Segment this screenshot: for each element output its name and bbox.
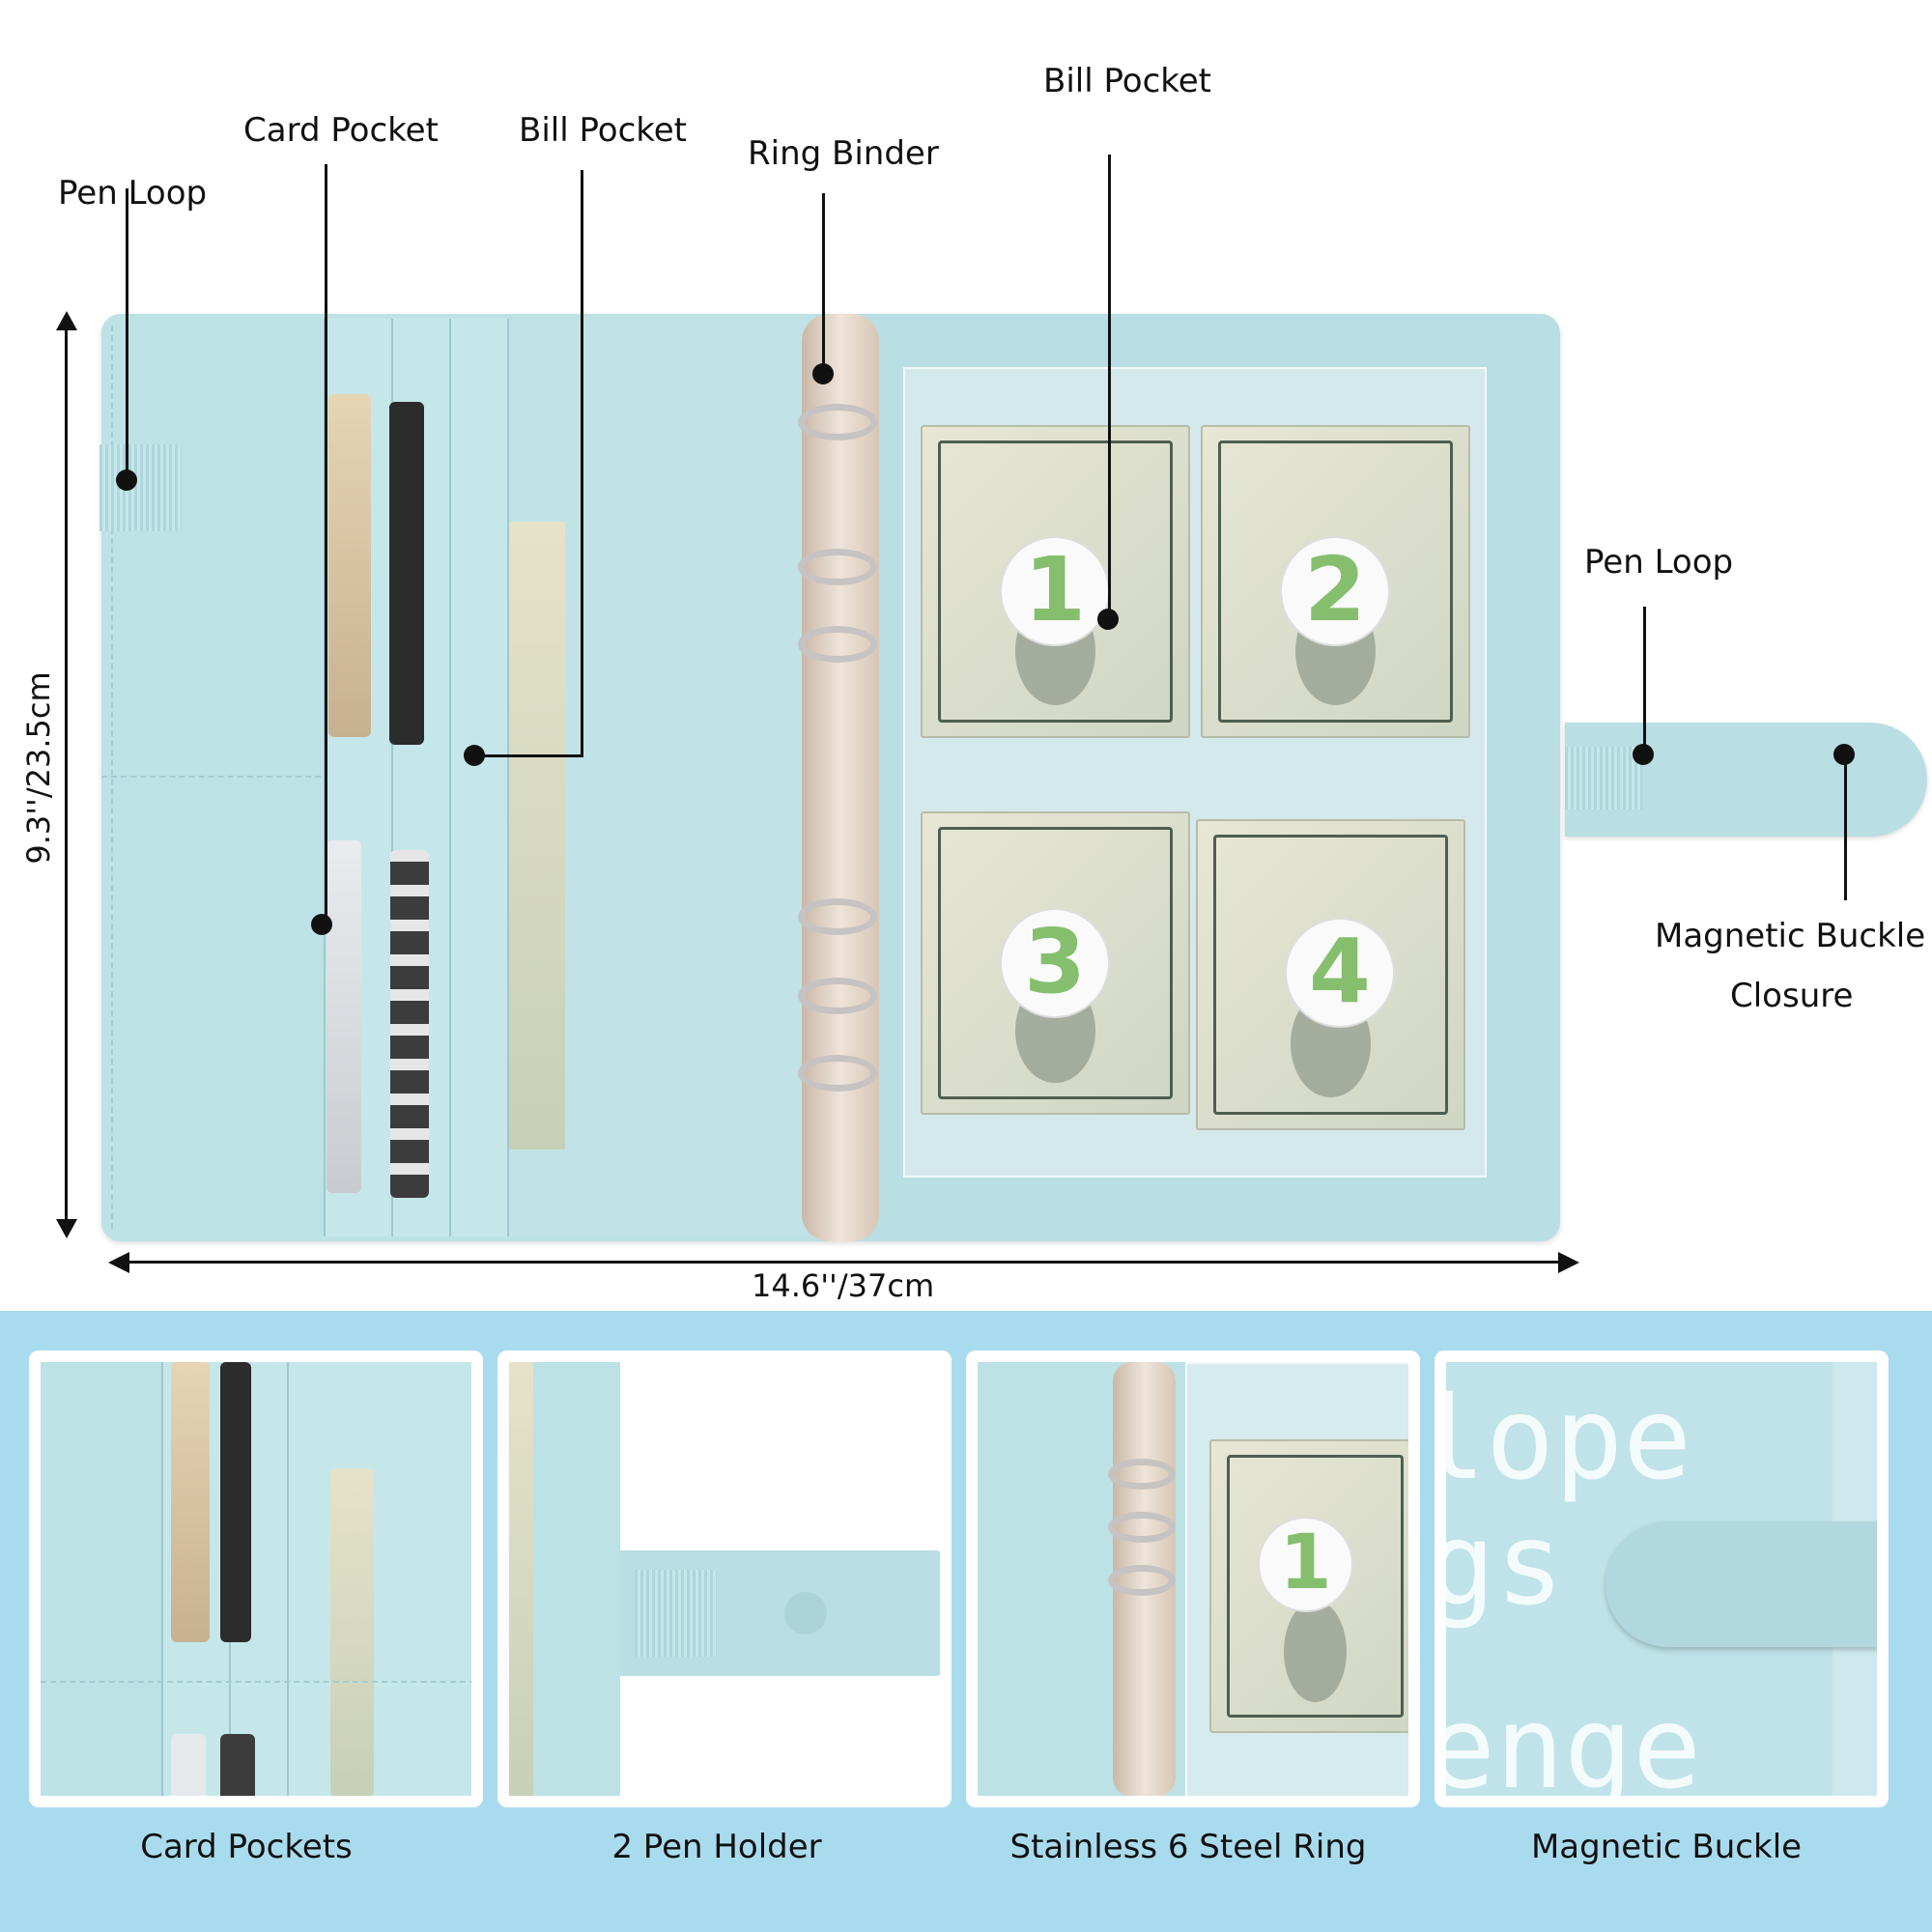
caption-steel-ring: Stainless 6 Steel Ring bbox=[1009, 1828, 1367, 1866]
black-card bbox=[389, 402, 424, 745]
arrow-up-icon bbox=[56, 311, 77, 330]
callout-line bbox=[1643, 607, 1646, 752]
width-dimension-label: 14.6''/37cm bbox=[752, 1267, 935, 1304]
sticker-number-1-detail: 1 bbox=[1258, 1517, 1353, 1612]
callout-line bbox=[126, 188, 128, 478]
ring-binder-label: Ring Binder bbox=[748, 134, 939, 173]
cover-text-line2: gs bbox=[1446, 1497, 1565, 1631]
binder-ring bbox=[798, 898, 877, 935]
magnetic-buckle-strap[interactable] bbox=[1565, 723, 1927, 837]
magnetic-buckle-label-line2: Closure bbox=[1730, 977, 1854, 1015]
card-slot bbox=[449, 319, 509, 1236]
callout-line bbox=[325, 164, 327, 925]
binder-ring bbox=[798, 404, 877, 440]
callout-line bbox=[581, 170, 583, 757]
black-white-card bbox=[390, 850, 429, 1198]
callout-dot bbox=[464, 745, 485, 766]
bill-pocket-left-label: Bill Pocket bbox=[519, 111, 687, 150]
feature-tile-steel-ring: 1 bbox=[966, 1350, 1420, 1807]
sticker-number-1: 1 bbox=[1000, 536, 1110, 646]
cover-text-line1: lope bbox=[1446, 1372, 1692, 1505]
callout-line bbox=[1108, 155, 1111, 618]
sticker-number-2: 2 bbox=[1280, 536, 1390, 646]
card-pocket-label: Card Pocket bbox=[243, 111, 439, 150]
caption-magnetic-buckle: Magnetic Buckle bbox=[1530, 1828, 1803, 1866]
magnetic-buckle-detail bbox=[1605, 1521, 1877, 1647]
bill-in-pocket bbox=[509, 522, 565, 1150]
binder-ring bbox=[798, 626, 877, 663]
height-dimension-label: 9.3''/23.5cm bbox=[20, 671, 57, 865]
arrow-right-icon bbox=[1558, 1252, 1579, 1273]
gold-card bbox=[328, 394, 371, 737]
arrow-left-icon bbox=[108, 1252, 129, 1273]
bill-pocket-right-label: Bill Pocket bbox=[1043, 62, 1211, 100]
callout-line bbox=[473, 754, 583, 757]
silver-card bbox=[327, 840, 361, 1193]
callout-dot bbox=[1633, 744, 1654, 765]
height-dimension-line bbox=[65, 319, 68, 1232]
feature-tile-card-pockets bbox=[29, 1350, 483, 1807]
binder-ring bbox=[798, 549, 877, 585]
pen-loop-right-label: Pen Loop bbox=[1584, 543, 1734, 582]
callout-dot bbox=[116, 469, 137, 491]
width-dimension-line bbox=[116, 1261, 1570, 1264]
feature-tile-magnetic-buckle: lope gs enge bbox=[1435, 1350, 1889, 1807]
callout-dot bbox=[1833, 744, 1855, 765]
feature-tile-pen-holder bbox=[497, 1350, 952, 1807]
callout-dot bbox=[311, 914, 332, 935]
callout-dot bbox=[812, 363, 834, 384]
binder-ring bbox=[798, 1055, 877, 1092]
magnetic-buckle-label-line1: Magnetic Buckle bbox=[1655, 917, 1926, 955]
caption-pen-holder: 2 Pen Holder bbox=[611, 1828, 822, 1866]
ring-binder-spine bbox=[802, 314, 879, 1241]
pen-loop-right bbox=[1565, 747, 1642, 810]
callout-line bbox=[822, 193, 825, 369]
pen-loop-detail bbox=[635, 1570, 717, 1657]
arrow-down-icon bbox=[56, 1219, 77, 1238]
callout-dot bbox=[1097, 609, 1119, 630]
cover-text-line3: enge bbox=[1446, 1681, 1702, 1796]
sticker-number-4: 4 bbox=[1285, 918, 1395, 1028]
pen-loop-left-label: Pen Loop bbox=[58, 174, 208, 213]
pen-loop-left bbox=[99, 444, 182, 531]
binder-ring bbox=[798, 978, 877, 1014]
caption-card-pockets: Card Pockets bbox=[140, 1828, 353, 1866]
callout-line bbox=[1844, 755, 1847, 900]
sticker-number-3: 3 bbox=[1000, 908, 1110, 1018]
magnet-button-icon bbox=[784, 1592, 827, 1634]
